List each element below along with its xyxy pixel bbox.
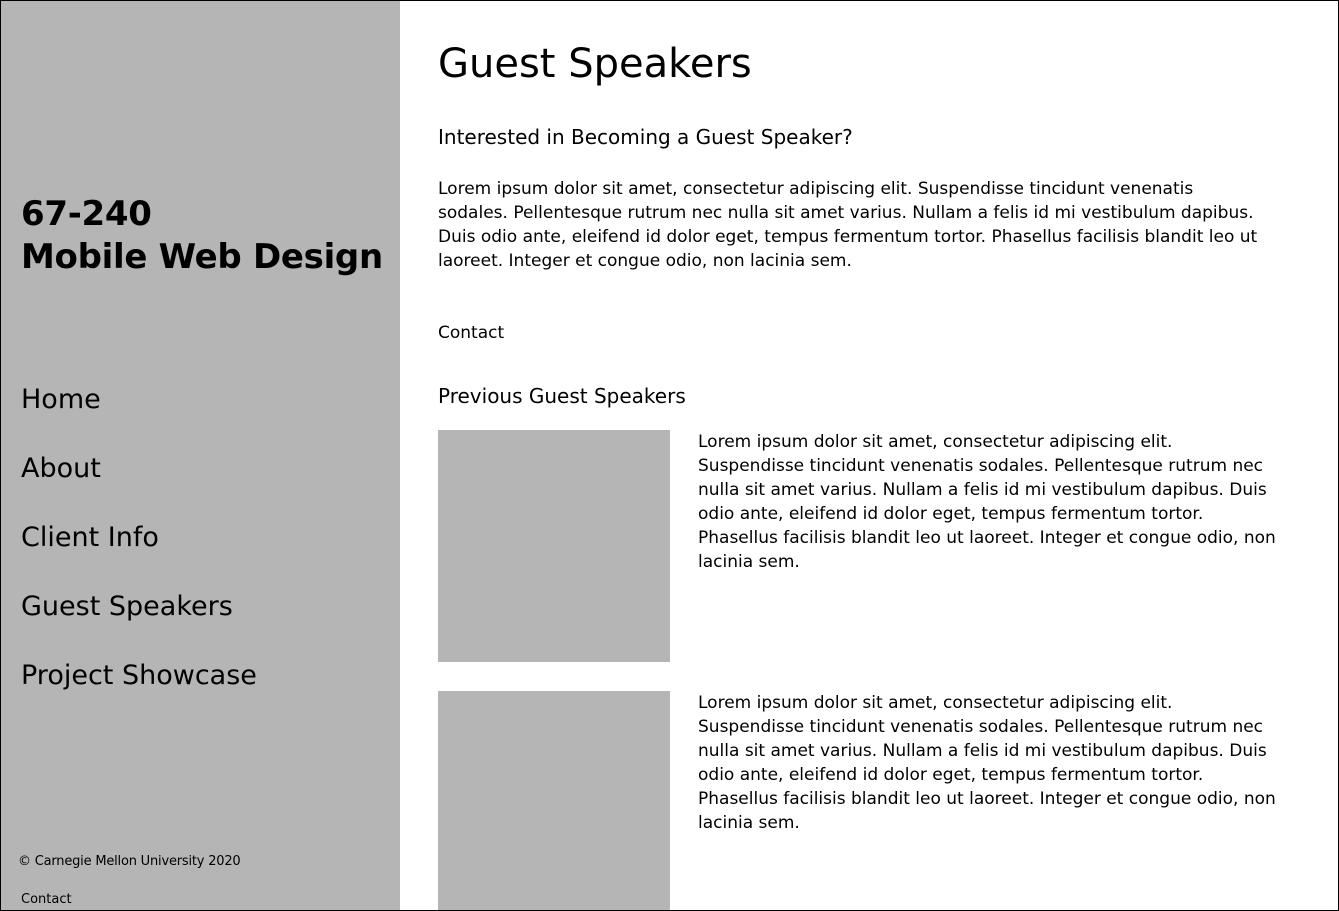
speaker-bio: Lorem ipsum dolor sit amet, consectetur … — [698, 693, 1276, 833]
nav-item-project-showcase[interactable]: Project Showcase — [21, 660, 257, 691]
page-title: Guest Speakers — [438, 41, 752, 87]
previous-speakers-heading: Previous Guest Speakers — [438, 384, 686, 408]
contact-link[interactable]: Contact — [438, 323, 505, 343]
course-title: 67-240 Mobile Web Design — [21, 193, 383, 279]
footer-contact-link[interactable]: Contact — [21, 892, 72, 907]
nav-item-client-info[interactable]: Client Info — [21, 522, 159, 553]
sidebar: 67-240 Mobile Web Design Home About Clie… — [1, 1, 400, 910]
speaker-bio: Lorem ipsum dolor sit amet, consectetur … — [698, 432, 1276, 572]
nav-item-about[interactable]: About — [21, 453, 101, 484]
nav-item-guest-speakers[interactable]: Guest Speakers — [21, 591, 233, 622]
course-number: 67-240 — [21, 194, 152, 234]
nav-item-home[interactable]: Home — [21, 384, 101, 415]
copyright-text: © Carnegie Mellon University 2020 — [18, 854, 241, 869]
main-nav: Home About Client Info Guest Speakers Pr… — [21, 377, 257, 722]
course-name: Mobile Web Design — [21, 237, 383, 277]
become-speaker-heading: Interested in Becoming a Guest Speaker? — [438, 125, 853, 149]
intro-paragraph: Lorem ipsum dolor sit amet, consectetur … — [438, 179, 1258, 271]
speaker-photo-placeholder — [438, 691, 670, 910]
speaker-photo-placeholder — [438, 430, 670, 662]
